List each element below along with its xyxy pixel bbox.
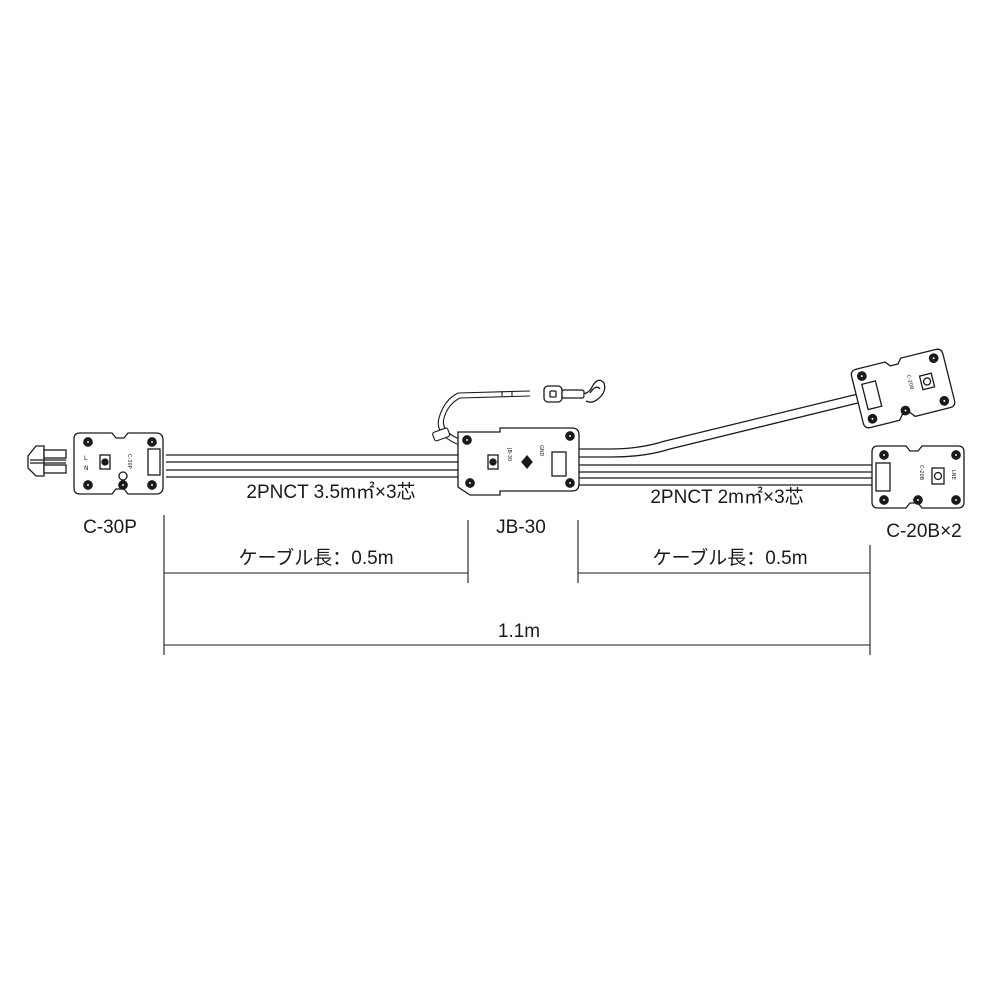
left-length-label: ケーブル長：0.5m — [238, 548, 394, 569]
svg-text:JB-30: JB-30 — [506, 447, 512, 461]
c20b-label: C-20B×2 — [886, 521, 962, 542]
earth-clip-icon — [543, 379, 606, 403]
cable-right-upper — [578, 392, 867, 458]
svg-text:LNE: LNE — [950, 470, 956, 480]
jb30-junction-box: JB-30 GND — [457, 427, 580, 496]
svg-text:GND: GND — [538, 445, 544, 457]
c20b-connector-upper: C-20B — [850, 348, 956, 429]
total-length-label: 1.1m — [497, 621, 541, 642]
c30p-label: C-30P — [83, 517, 137, 538]
jb30-label: JB-30 — [496, 517, 546, 538]
cable-right-lower — [578, 464, 872, 486]
right-cable-spec: 2PNCT 2m㎡×3芯 — [650, 487, 804, 508]
left-cable-spec: 2PNCT 3.5m㎡×3芯 — [246, 482, 416, 503]
dimension-lines — [163, 515, 871, 655]
svg-text:N: N — [84, 465, 89, 472]
svg-text:C-20B: C-20B — [905, 374, 915, 391]
right-length-label: ケーブル長：0.5m — [652, 548, 808, 569]
c20b-connector-lower: C-20B LNE — [871, 445, 965, 509]
cable-left — [166, 454, 458, 478]
earth-lead — [432, 390, 531, 447]
svg-text:L: L — [84, 455, 88, 462]
c30p-connector: C-30P L N — [27, 432, 164, 495]
svg-text:C-20B: C-20B — [918, 465, 924, 481]
svg-text:C-30P: C-30P — [126, 454, 132, 469]
